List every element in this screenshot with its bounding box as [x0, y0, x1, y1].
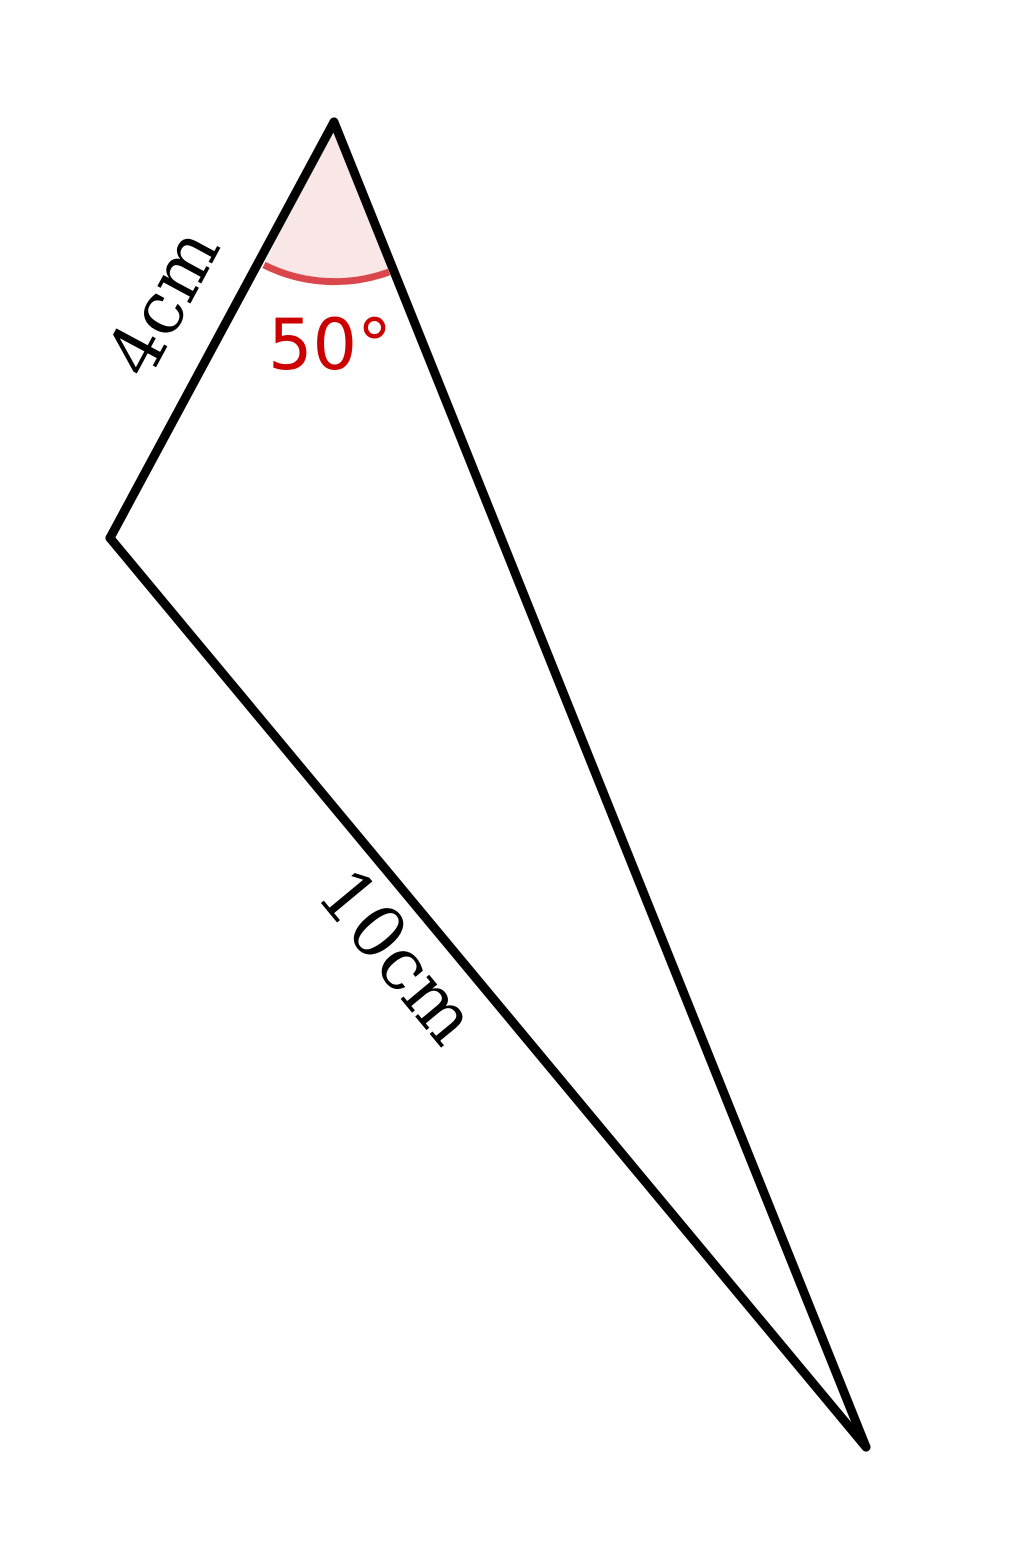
side-top-left — [105, 117, 339, 543]
side-right — [329, 117, 871, 1452]
side-label-4cm: 4cm — [89, 214, 236, 390]
angle-arc — [262, 261, 391, 286]
angle-sector — [264, 122, 389, 282]
angle-label: 50° — [268, 304, 392, 386]
side-bottom-left — [105, 533, 871, 1452]
